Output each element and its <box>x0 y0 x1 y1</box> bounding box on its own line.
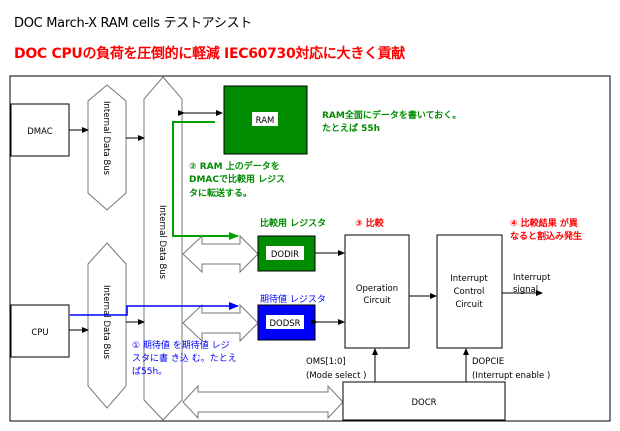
expected-register-label: 期待値 レジスタ <box>260 293 326 305</box>
dmac-block <box>10 103 70 157</box>
dodir-label-bg <box>266 246 304 260</box>
internal-data-bus-upper <box>87 84 127 211</box>
dmac-label: DMAC <box>27 127 53 137</box>
dodsr-label: DODSR <box>269 319 300 329</box>
compare-register-label: 比較用 レジスタ <box>260 217 326 229</box>
annotation-step2-3: タに転送する。 <box>189 187 252 199</box>
dodir-label: DODIR <box>271 250 299 260</box>
annotation-step4-2: なると割込み発生 <box>510 230 582 242</box>
blue-write-path <box>70 302 239 316</box>
operation-circuit-label-1: Operation <box>356 284 398 294</box>
cpu-block <box>10 304 70 358</box>
docr-label: DOCR <box>411 398 436 408</box>
fat-arrow-to-dodsr <box>182 303 259 343</box>
interrupt-control-block <box>436 234 503 349</box>
operation-circuit-label-2: Circuit <box>363 296 391 306</box>
bus-main-label: Internal Data Bus <box>157 205 167 280</box>
bus-upper-label: Internal Data Bus <box>101 101 111 176</box>
page-title: DOC March-X RAM cells テストアシスト <box>14 16 252 31</box>
fat-arrow-to-dodir <box>182 234 259 274</box>
annotation-ram-2: たとえば 55h <box>322 122 380 134</box>
bus-lower-label: Internal Data Bus <box>101 285 111 360</box>
interrupt-signal-label-1: Interrupt <box>513 273 551 283</box>
annotation-step2-2: DMACで比較用 レジス <box>189 173 285 185</box>
interrupt-signal-label-2: signal <box>513 285 538 295</box>
fat-arrow-to-docr <box>182 384 344 420</box>
dopcie-label-2: (Interrupt enable ) <box>472 371 550 381</box>
green-transfer-path <box>172 121 239 240</box>
cpu-label: CPU <box>31 328 48 338</box>
diagram-frame <box>9 75 611 422</box>
docr-block <box>342 381 506 421</box>
interrupt-control-label-2: Control <box>454 287 485 297</box>
interrupt-control-label-1: Interrupt <box>450 274 488 284</box>
annotation-step4-1: ④ 比較結果 が異 <box>510 217 578 229</box>
annotation-ram-1: RAM全面にデータを書いておく。 <box>322 109 461 121</box>
ram-label: RAM <box>256 116 275 126</box>
annotation-step3: ③ 比較 <box>355 217 385 229</box>
internal-data-bus-lower <box>87 242 127 409</box>
interrupt-control-label-3: Circuit <box>455 300 483 310</box>
annotation-step1-3: ば55h。 <box>132 366 167 377</box>
annotation-step1-1: ① 期待値 を期待値 レジ <box>132 339 230 351</box>
oms-label-2: (Mode select ) <box>306 371 366 381</box>
ram-label-bg <box>252 112 278 126</box>
annotation-step1-2: スタに書 き込 む。たとえ <box>132 352 237 364</box>
page-subtitle: DOC CPUの負荷を圧倒的に軽減 IEC60730対応に大きく貢献 <box>14 46 406 62</box>
dodsr-label-bg <box>266 315 304 329</box>
oms-label-1: OMS[1:0] <box>306 357 346 367</box>
dopcie-label-1: DOPCIE <box>472 357 504 367</box>
annotation-step2-1: ② RAM 上のデータを <box>189 160 280 172</box>
